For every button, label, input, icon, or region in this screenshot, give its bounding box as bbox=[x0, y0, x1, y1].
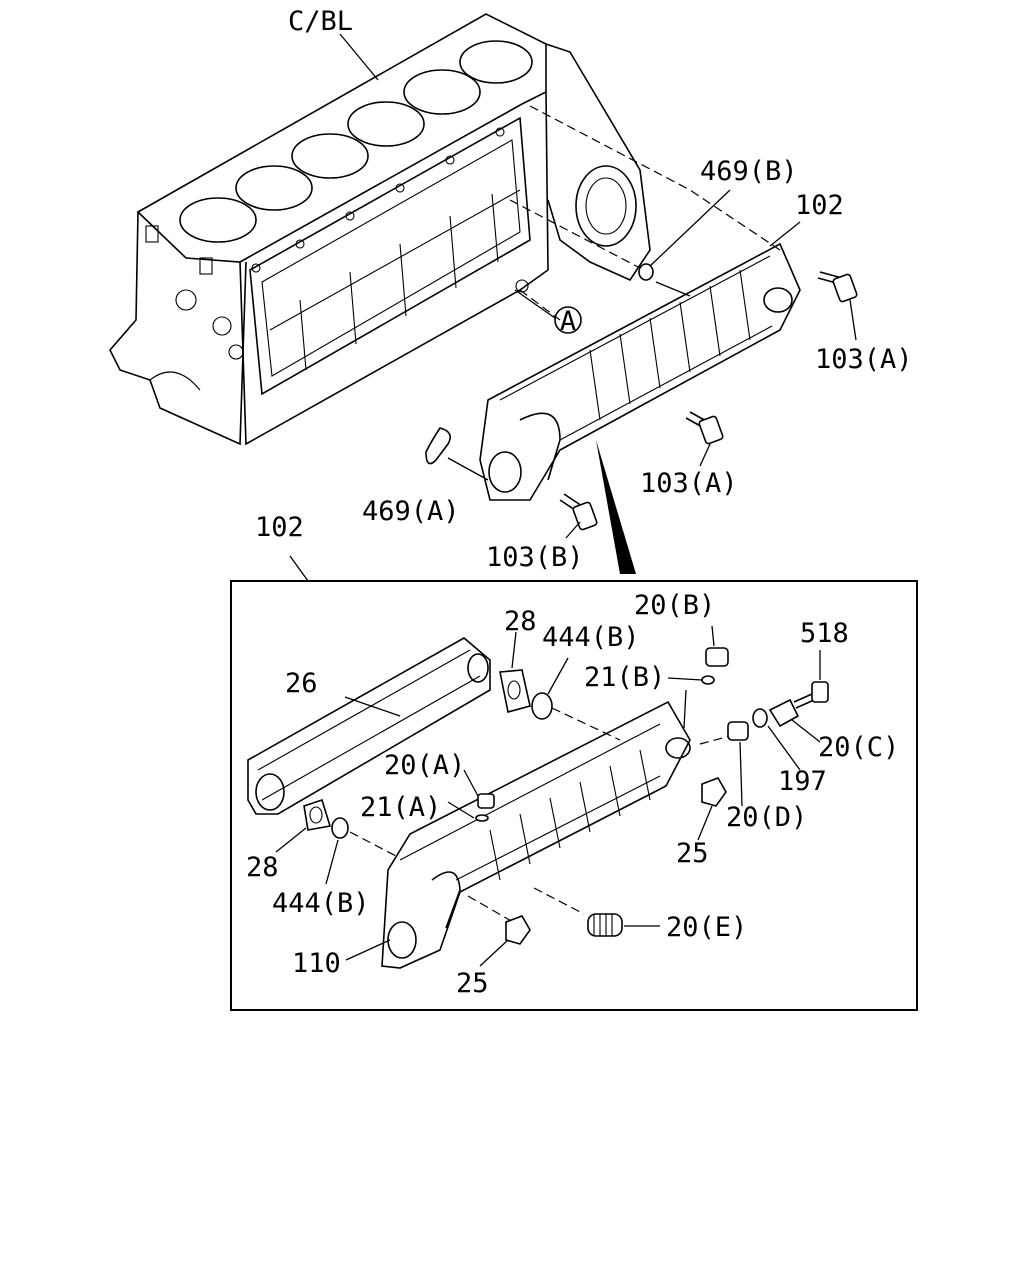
nut-25-bottom bbox=[505, 915, 531, 945]
gasket-469a bbox=[425, 427, 451, 465]
label-102-top: 102 bbox=[795, 190, 844, 221]
oil-cooler-assembly-top bbox=[479, 242, 801, 501]
washer-197 bbox=[752, 708, 768, 728]
washer-21a bbox=[475, 814, 489, 822]
label-518: 518 bbox=[800, 618, 849, 649]
label-26: 26 bbox=[285, 668, 318, 699]
cooler-element-26 bbox=[247, 637, 491, 815]
detail-box bbox=[230, 580, 918, 1011]
bolt-518 bbox=[793, 681, 829, 709]
label-21b: 21(B) bbox=[584, 662, 665, 693]
label-28-bottom: 28 bbox=[246, 852, 279, 883]
label-20c: 20(C) bbox=[818, 732, 899, 763]
label-444b-bottom: 444(B) bbox=[272, 888, 370, 919]
circle-a-label: A bbox=[560, 306, 576, 337]
label-cbl: C/BL bbox=[288, 6, 353, 37]
label-20a: 20(A) bbox=[384, 750, 465, 781]
label-102-box: 102 bbox=[255, 512, 304, 543]
reference-a-marker: A bbox=[514, 289, 582, 337]
label-103a-right: 103(A) bbox=[815, 344, 913, 375]
plug-20a bbox=[477, 793, 495, 809]
label-103a-mid: 103(A) bbox=[640, 468, 738, 499]
bolt-103a-right bbox=[817, 271, 858, 303]
label-197: 197 bbox=[778, 766, 827, 797]
plug-20d bbox=[727, 721, 749, 741]
cylinder-block bbox=[109, 13, 651, 446]
gasket-28-top bbox=[499, 669, 531, 713]
label-469a: 469(A) bbox=[362, 496, 460, 527]
washer-21b bbox=[701, 675, 715, 685]
o-ring-469b bbox=[638, 263, 654, 281]
label-110: 110 bbox=[292, 948, 341, 979]
label-20b: 20(B) bbox=[634, 590, 715, 621]
detail-arrow bbox=[596, 440, 636, 574]
gasket-28-bottom bbox=[303, 798, 332, 831]
sensor-20c bbox=[768, 698, 800, 728]
label-103b: 103(B) bbox=[486, 542, 584, 573]
label-469b: 469(B) bbox=[700, 156, 798, 187]
nut-25-right bbox=[701, 777, 727, 807]
o-ring-444b-bottom bbox=[331, 817, 349, 839]
bolt-103a-mid bbox=[685, 411, 724, 445]
plug-20b bbox=[705, 647, 729, 667]
label-444b-top: 444(B) bbox=[542, 622, 640, 653]
label-25-bottom: 25 bbox=[456, 968, 489, 999]
o-ring-444b-top bbox=[531, 692, 553, 720]
spring-20e bbox=[587, 913, 623, 937]
label-20d: 20(D) bbox=[726, 802, 807, 833]
label-20e: 20(E) bbox=[666, 912, 747, 943]
label-21a: 21(A) bbox=[360, 792, 441, 823]
label-25-right: 25 bbox=[676, 838, 709, 869]
bolt-103b bbox=[559, 493, 598, 531]
cooler-body-110 bbox=[381, 700, 691, 969]
label-28-top: 28 bbox=[504, 606, 537, 637]
